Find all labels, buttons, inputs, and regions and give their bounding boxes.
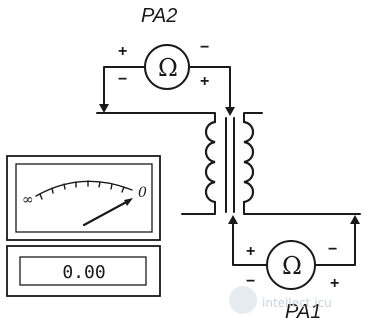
- tick: [110, 183, 113, 190]
- pa2-left-lead: [103, 66, 146, 109]
- analog-meter: ∞ 0: [6, 155, 161, 241]
- tick: [39, 193, 43, 200]
- pa1-right-probe-arrow: [350, 215, 360, 224]
- watermark-text: intellect.icu: [262, 296, 332, 310]
- ohmmeter-pa2: PA2 Ω + − − +: [118, 5, 209, 90]
- watermark-logo: [229, 286, 257, 314]
- ohmmeter-pa1: Ω + − − + PA1: [246, 240, 339, 323]
- secondary-top-wire: [243, 112, 263, 123]
- pa1-minus-sign: −: [328, 241, 337, 258]
- secondary-winding: [242, 120, 255, 204]
- transformer: [96, 112, 361, 215]
- digital-meter-reading: 0.00: [62, 262, 105, 283]
- pa2-ohm-symbol: Ω: [158, 54, 178, 82]
- primary-winding: [204, 120, 217, 204]
- secondary-bottom-wire: [243, 201, 361, 215]
- tick: [63, 183, 66, 190]
- pa1-lower-minus-sign: −: [246, 273, 255, 290]
- pa2-plus-sign: +: [118, 43, 127, 60]
- analog-meter-needle: [82, 198, 132, 227]
- pa2-label: PA2: [141, 5, 177, 27]
- digital-meter-display: [19, 256, 147, 286]
- pa1-lower-plus-sign: +: [330, 275, 339, 292]
- tick: [98, 181, 101, 188]
- pa2-right-probe-arrow: [225, 107, 235, 116]
- tick: [51, 187, 54, 194]
- tick: [121, 186, 125, 193]
- pa1-right-lead: [314, 219, 356, 266]
- pa1-left-lead: [232, 219, 268, 266]
- primary-bottom-wire: [181, 201, 216, 215]
- pa1-leads: [228, 215, 360, 266]
- analog-meter-ticks: [39, 180, 125, 200]
- pa2-left-probe-arrow: [99, 104, 109, 113]
- digital-meter: 0.00: [6, 245, 161, 297]
- primary-top-wire: [96, 112, 216, 123]
- pa2-leads: [99, 66, 235, 116]
- analog-meter-scale-infinity: ∞: [22, 192, 34, 208]
- pa2-minus-sign: −: [200, 39, 209, 56]
- pa1-label: PA1: [285, 301, 321, 323]
- pa1-plus-sign: +: [246, 243, 255, 260]
- pa1-left-probe-arrow: [228, 215, 238, 224]
- analog-meter-inner-frame: [15, 163, 153, 233]
- analog-meter-needle-tip: [124, 198, 133, 206]
- pa2-lower-plus-sign: +: [200, 73, 209, 90]
- pa2-right-lead: [188, 66, 231, 113]
- analog-meter-scale-zero: 0: [138, 185, 147, 201]
- pa1-ohm-symbol: Ω: [282, 252, 302, 280]
- pa2-lower-minus-sign: −: [118, 71, 127, 88]
- watermark: intellect.icu: [229, 286, 332, 314]
- analog-meter-scale-arc: [35, 180, 133, 197]
